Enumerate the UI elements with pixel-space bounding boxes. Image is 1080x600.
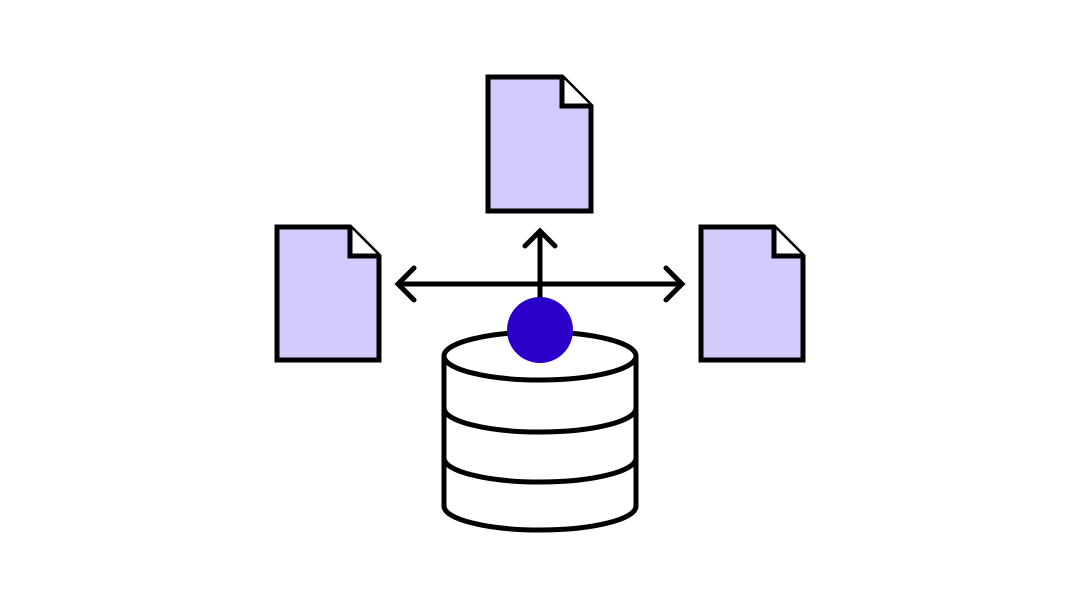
arrow-head-up xyxy=(522,227,558,249)
database-icon xyxy=(441,329,639,533)
database xyxy=(441,329,639,533)
document-body xyxy=(485,74,594,214)
document-body xyxy=(698,224,806,363)
document-icon xyxy=(698,224,806,363)
arrow-head-left xyxy=(394,265,417,303)
database-body xyxy=(441,356,639,533)
document-icon xyxy=(485,74,594,214)
document-top xyxy=(485,74,594,214)
document-fold xyxy=(771,227,803,259)
database-ring-1 xyxy=(441,407,639,435)
edge-hub-to-doc-left xyxy=(394,265,543,303)
hub-dot xyxy=(507,297,573,363)
arrow-head-right xyxy=(663,265,686,303)
database-ring-2 xyxy=(441,457,639,485)
edges xyxy=(394,227,686,303)
document-icon xyxy=(274,224,382,363)
document-body xyxy=(274,224,382,363)
document-fold xyxy=(559,77,591,109)
document-left xyxy=(274,224,382,363)
document-fold xyxy=(347,227,379,259)
edge-hub-to-doc-top xyxy=(522,227,558,303)
document-right xyxy=(698,224,806,363)
edge-hub-to-doc-right xyxy=(537,265,686,303)
